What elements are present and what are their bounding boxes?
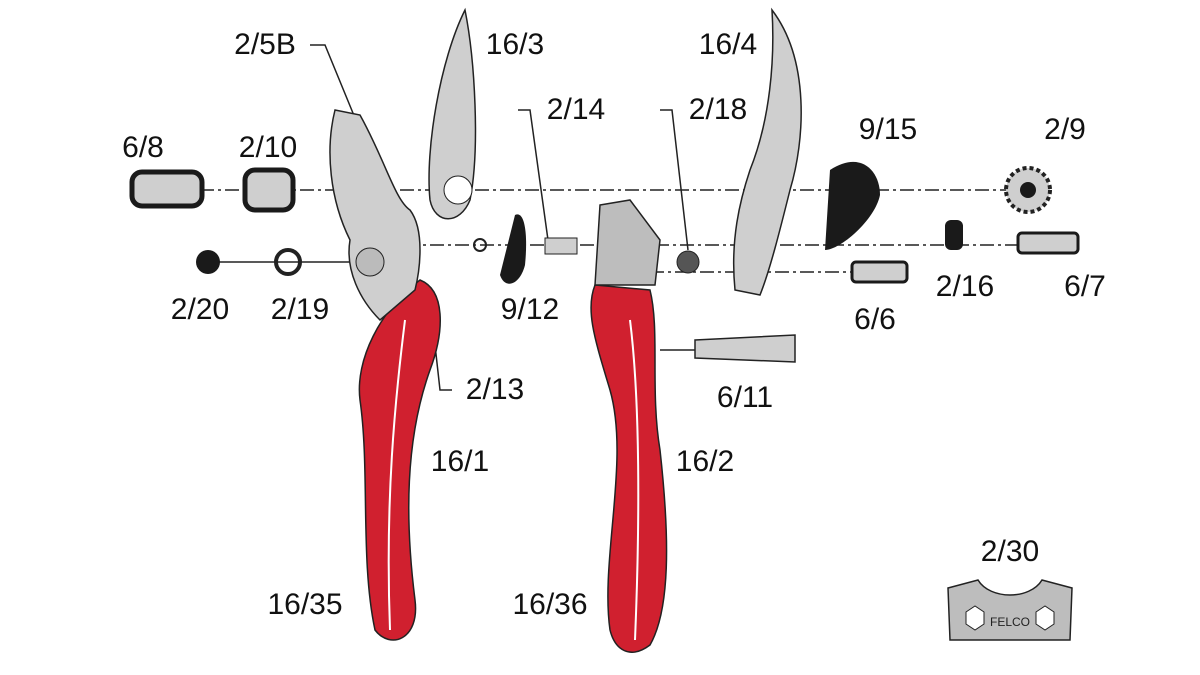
part-6-8 xyxy=(129,169,205,209)
part-2-30-tool xyxy=(947,579,1073,641)
label-2-9: 2/9 xyxy=(1044,113,1086,146)
label-2-14: 2/14 xyxy=(546,93,606,126)
label-9-15: 9/15 xyxy=(858,113,918,146)
part-2-16 xyxy=(945,220,963,250)
label-2-5b: 2/5B xyxy=(234,28,296,61)
felco-logo: FELCO xyxy=(990,615,1030,629)
part-2-13 xyxy=(473,238,487,252)
left-handle-grip xyxy=(358,279,441,641)
label-2-19: 2/19 xyxy=(270,293,330,326)
label-16-4: 16/4 xyxy=(698,28,758,61)
left-handle-body xyxy=(329,109,421,322)
part-6-7 xyxy=(1016,231,1080,255)
label-6-11: 6/11 xyxy=(716,381,774,414)
label-16-35: 16/35 xyxy=(267,588,343,621)
blade-16-4 xyxy=(732,7,802,296)
label-6-8: 6/8 xyxy=(122,131,164,164)
blade-16-3 xyxy=(428,7,477,220)
label-2-13: 2/13 xyxy=(465,373,525,406)
label-6-6: 6/6 xyxy=(854,303,896,336)
label-16-1: 16/1 xyxy=(430,445,490,478)
label-2-18: 2/18 xyxy=(688,93,748,126)
label-9-12: 9/12 xyxy=(500,293,560,326)
part-2-10 xyxy=(242,167,296,213)
part-2-18 xyxy=(676,250,700,274)
part-2-20 xyxy=(196,250,220,274)
right-handle-grip xyxy=(590,284,668,653)
label-2-20: 2/20 xyxy=(170,293,230,326)
label-16-36: 16/36 xyxy=(512,588,588,621)
part-2-19 xyxy=(274,248,302,276)
right-handle-body xyxy=(594,199,661,286)
part-9-15 xyxy=(825,161,880,250)
label-2-16: 2/16 xyxy=(935,270,995,303)
label-16-2: 16/2 xyxy=(675,445,735,478)
part-2-14 xyxy=(544,237,578,255)
label-6-7: 6/7 xyxy=(1064,270,1106,303)
label-2-30: 2/30 xyxy=(980,535,1040,568)
part-6-11-spring xyxy=(694,334,796,363)
label-2-10: 2/10 xyxy=(238,131,298,164)
part-9-12 xyxy=(500,214,527,284)
part-6-6 xyxy=(850,260,909,284)
label-16-3: 16/3 xyxy=(485,28,545,61)
